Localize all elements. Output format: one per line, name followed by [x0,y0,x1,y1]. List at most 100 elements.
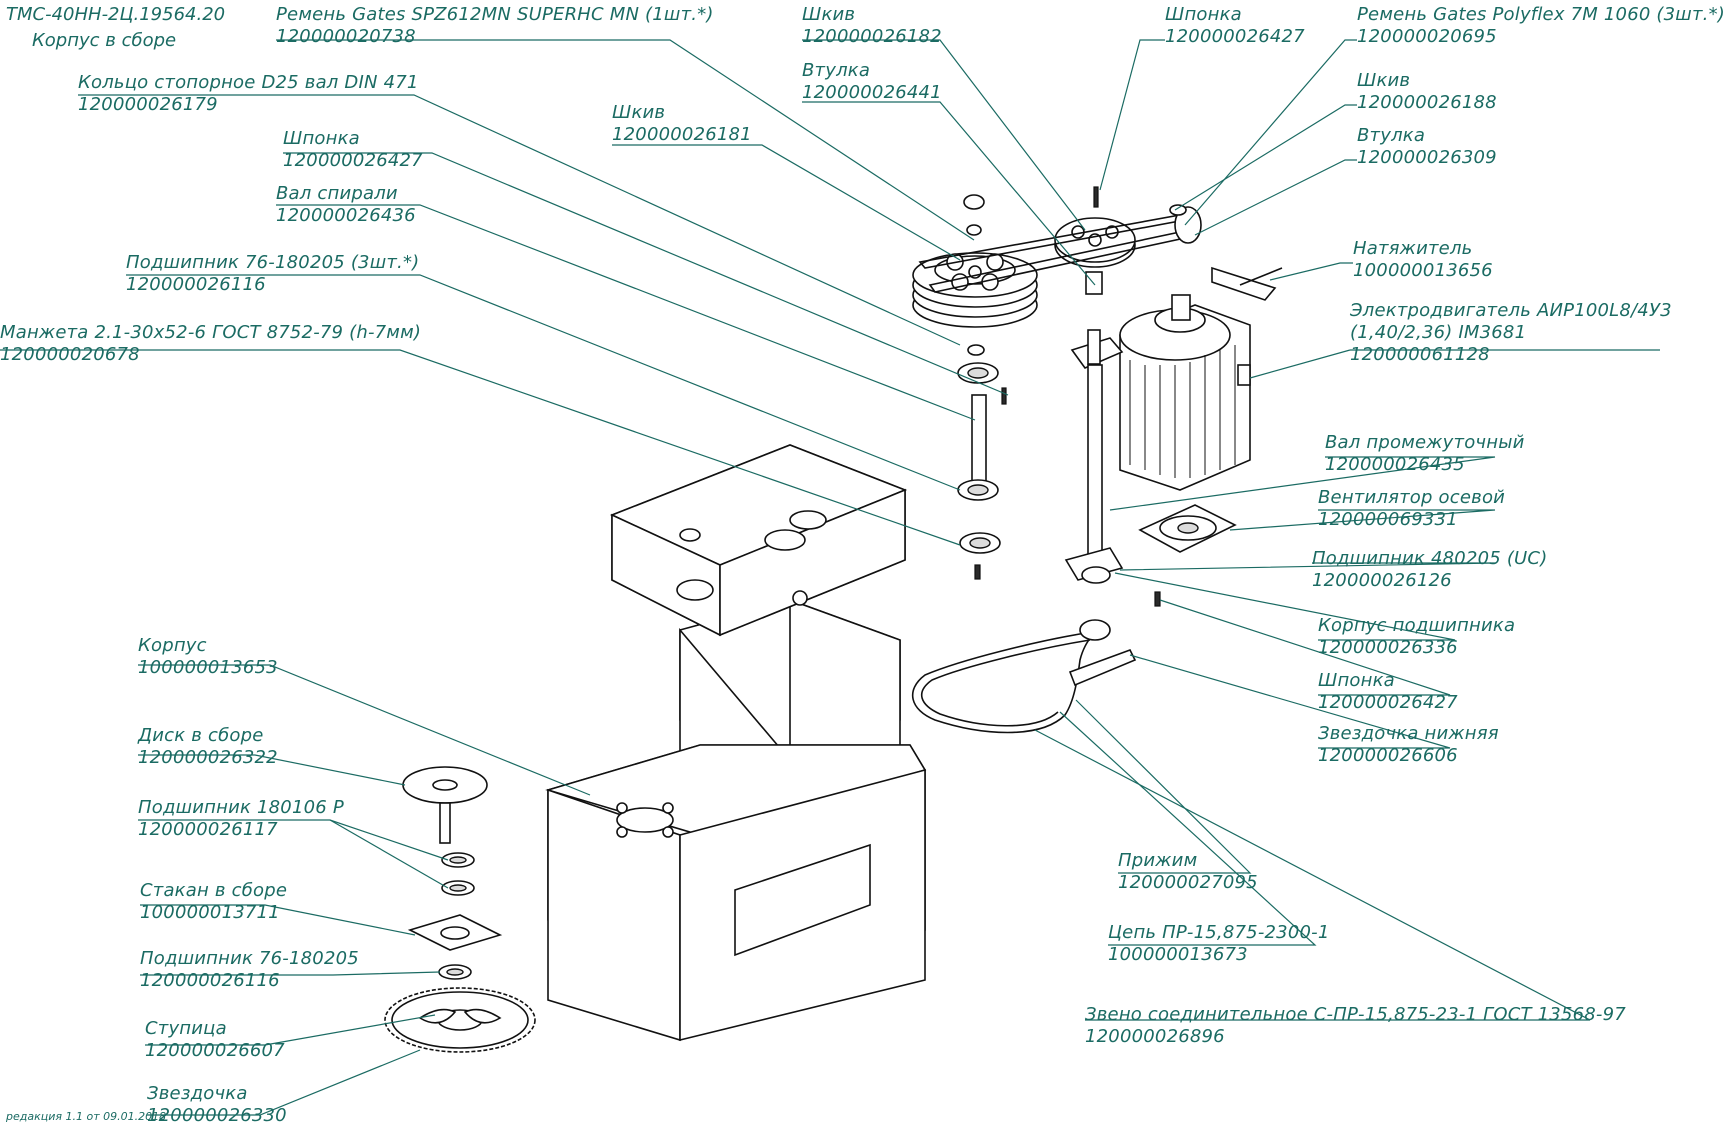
callout-name: Цепь ПР-15,875-2300-1 [1108,922,1330,943]
callout-name: Шкив [612,102,666,123]
callout-intermediate-shaft: Вал промежуточный 120000026435 [1325,432,1525,476]
callout-key-top: Шпонка 120000026427 [1165,4,1305,48]
document-title: Корпус в сборе [32,30,177,51]
callout-code: 120000026330 [147,1105,287,1126]
callout-name-2: (1,40/2,36) IM3681 [1350,322,1527,343]
callout-name: Ступица [145,1018,227,1039]
revision-note: редакция 1.1 от 09.01.2018 [6,1110,167,1123]
callout-name: Диск в сборе [138,725,264,746]
callout-name: Ремень Gates Polyflex 7M 1060 (3шт.*) [1357,4,1725,25]
callout-cup-assembly: Стакан в сборе 100000013711 [140,880,287,924]
callout-code: 120000027095 [1118,872,1258,893]
callout-code: 120000026606 [1318,745,1458,766]
fan-part [1138,504,1237,553]
callout-name: Кольцо стопорное D25 вал DIN 471 [78,72,419,93]
callout-code: 120000026309 [1357,147,1497,168]
callout-bearing-480205: Подшипник 480205 (UC) 120000026126 [1312,548,1547,592]
spiral-shaft-part [957,344,1007,580]
callout-name: Подшипник 76-180205 [140,948,359,969]
disc-assembly-part [384,766,536,1053]
callout-code: 120000026435 [1325,454,1465,475]
callout-code: 120000026116 [140,970,280,991]
callout-name: Звездочка [147,1083,248,1104]
leader-lines [0,39,1660,1116]
callout-code: 120000026427 [1165,26,1305,47]
chain-part [911,619,1137,734]
callout-tensioner: Натяжитель 100000013656 [1353,238,1493,282]
callout-name: Звездочка нижняя [1318,723,1499,744]
callout-name: Звено соединительное С-ПР-15,875-23-1 ГО… [1085,1004,1626,1025]
callout-code: 120000020738 [276,26,416,47]
callout-name: Подшипник 76-180205 (3шт.*) [126,252,420,273]
callout-code: 120000026441 [802,82,942,103]
callout-housing: Корпус 100000013653 [138,635,278,679]
callout-code: 120000026126 [1312,570,1452,591]
callout-name: Ремень Gates SPZ612MN SUPERHC MN (1шт.*) [276,4,714,25]
callout-name: Шпонка [1165,4,1242,25]
callout-name: Вал спирали [276,183,398,204]
callout-name: Шкив [1357,70,1411,91]
callout-bushing-motor: Втулка 120000026309 [1357,125,1497,169]
callout-name: Шпонка [1318,670,1395,691]
callout-code: 120000026427 [1318,692,1458,713]
callout-disc-assembly: Диск в сборе 120000026322 [138,725,278,769]
callout-bearing-bottom: Подшипник 76-180205 120000026116 [140,948,359,992]
callout-code: 120000026896 [1085,1026,1225,1047]
housing-part [545,444,927,1042]
callout-name: Манжета 2.1-30х52-6 ГОСТ 8752-79 (h-7мм) [0,322,422,343]
callout-code: 120000026116 [126,274,266,295]
callout-code: 120000026436 [276,205,416,226]
callout-key-lower: Шпонка 120000026427 [1318,670,1458,714]
callout-name: Корпус подшипника [1318,615,1516,636]
callout-name: Подшипник 180106 Р [138,797,344,818]
callout-clamp: Прижим 120000027095 [1118,850,1258,894]
callout-code: 100000013673 [1108,944,1248,965]
callout-sprocket-lower: Звездочка нижняя 120000026606 [1318,723,1499,767]
top-small-parts [963,194,985,236]
callout-name: Электродвигатель АИР100L8/4У3 [1350,300,1672,321]
callout-pulley-top: Шкив 120000026182 [802,4,942,48]
callout-name: Вал промежуточный [1325,432,1525,453]
callout-fan: Вентилятор осевой 120000069331 [1318,487,1505,531]
callout-name: Стакан в сборе [140,880,288,901]
callout-bearing-3pcs: Подшипник 76-180205 (3шт.*) 120000026116 [126,252,419,296]
callout-code: 120000026181 [612,124,752,145]
callout-belt-polyflex: Ремень Gates Polyflex 7M 1060 (3шт.*) 12… [1357,4,1725,48]
title-block: ТМС-40НН-2Ц.19564.20 Корпус в сборе [6,2,225,54]
callout-bushing-top: Втулка 120000026441 [802,60,942,104]
callout-connecting-link: Звено соединительное С-ПР-15,875-23-1 ГО… [1085,1004,1626,1048]
callout-pulley-motor: Шкив 120000026188 [1357,70,1497,114]
callout-name: Шкив [802,4,856,25]
callout-pulley-large: Шкив 120000026181 [612,102,752,146]
callout-hub: Ступица 120000026607 [145,1018,285,1062]
intermediate-shaft-part [1064,329,1161,607]
callout-sprocket: Звездочка 120000026330 [147,1083,287,1127]
callout-key-left: Шпонка 120000026427 [283,128,423,172]
callout-bearing-180106: Подшипник 180106 Р 120000026117 [138,797,344,841]
callout-name: Корпус [138,635,207,656]
callout-name: Прижим [1118,850,1198,871]
callout-name: Подшипник 480205 (UC) [1312,548,1548,569]
callout-name: Шпонка [283,128,360,149]
callout-code: 120000026607 [145,1040,285,1061]
callout-code: 120000020678 [0,344,140,365]
callout-code: 120000026336 [1318,637,1458,658]
small-pulley-part [918,186,1202,295]
callout-code: 120000026179 [78,94,218,115]
callout-code: 120000020695 [1357,26,1497,47]
callout-code: 120000026322 [138,747,278,768]
callout-code: 100000013656 [1353,260,1493,281]
callout-chain: Цепь ПР-15,875-2300-1 100000013673 [1108,922,1329,966]
callout-code: 100000013653 [138,657,278,678]
tensioner-part [1211,266,1283,301]
callout-name: Втулка [1357,125,1426,146]
callout-name: Натяжитель [1353,238,1473,259]
callout-spiral-shaft: Вал спирали 120000026436 [276,183,416,227]
callout-belt-spz: Ремень Gates SPZ612MN SUPERHC MN (1шт.*)… [276,4,714,48]
callout-code: 120000026117 [138,819,278,840]
document-designation: ТМС-40НН-2Ц.19564.20 [6,4,226,25]
callout-code: 100000013711 [140,902,280,923]
callout-motor: Электродвигатель АИР100L8/4У3 (1,40/2,36… [1350,300,1672,366]
callout-retaining-ring: Кольцо стопорное D25 вал DIN 471 1200000… [78,72,419,116]
